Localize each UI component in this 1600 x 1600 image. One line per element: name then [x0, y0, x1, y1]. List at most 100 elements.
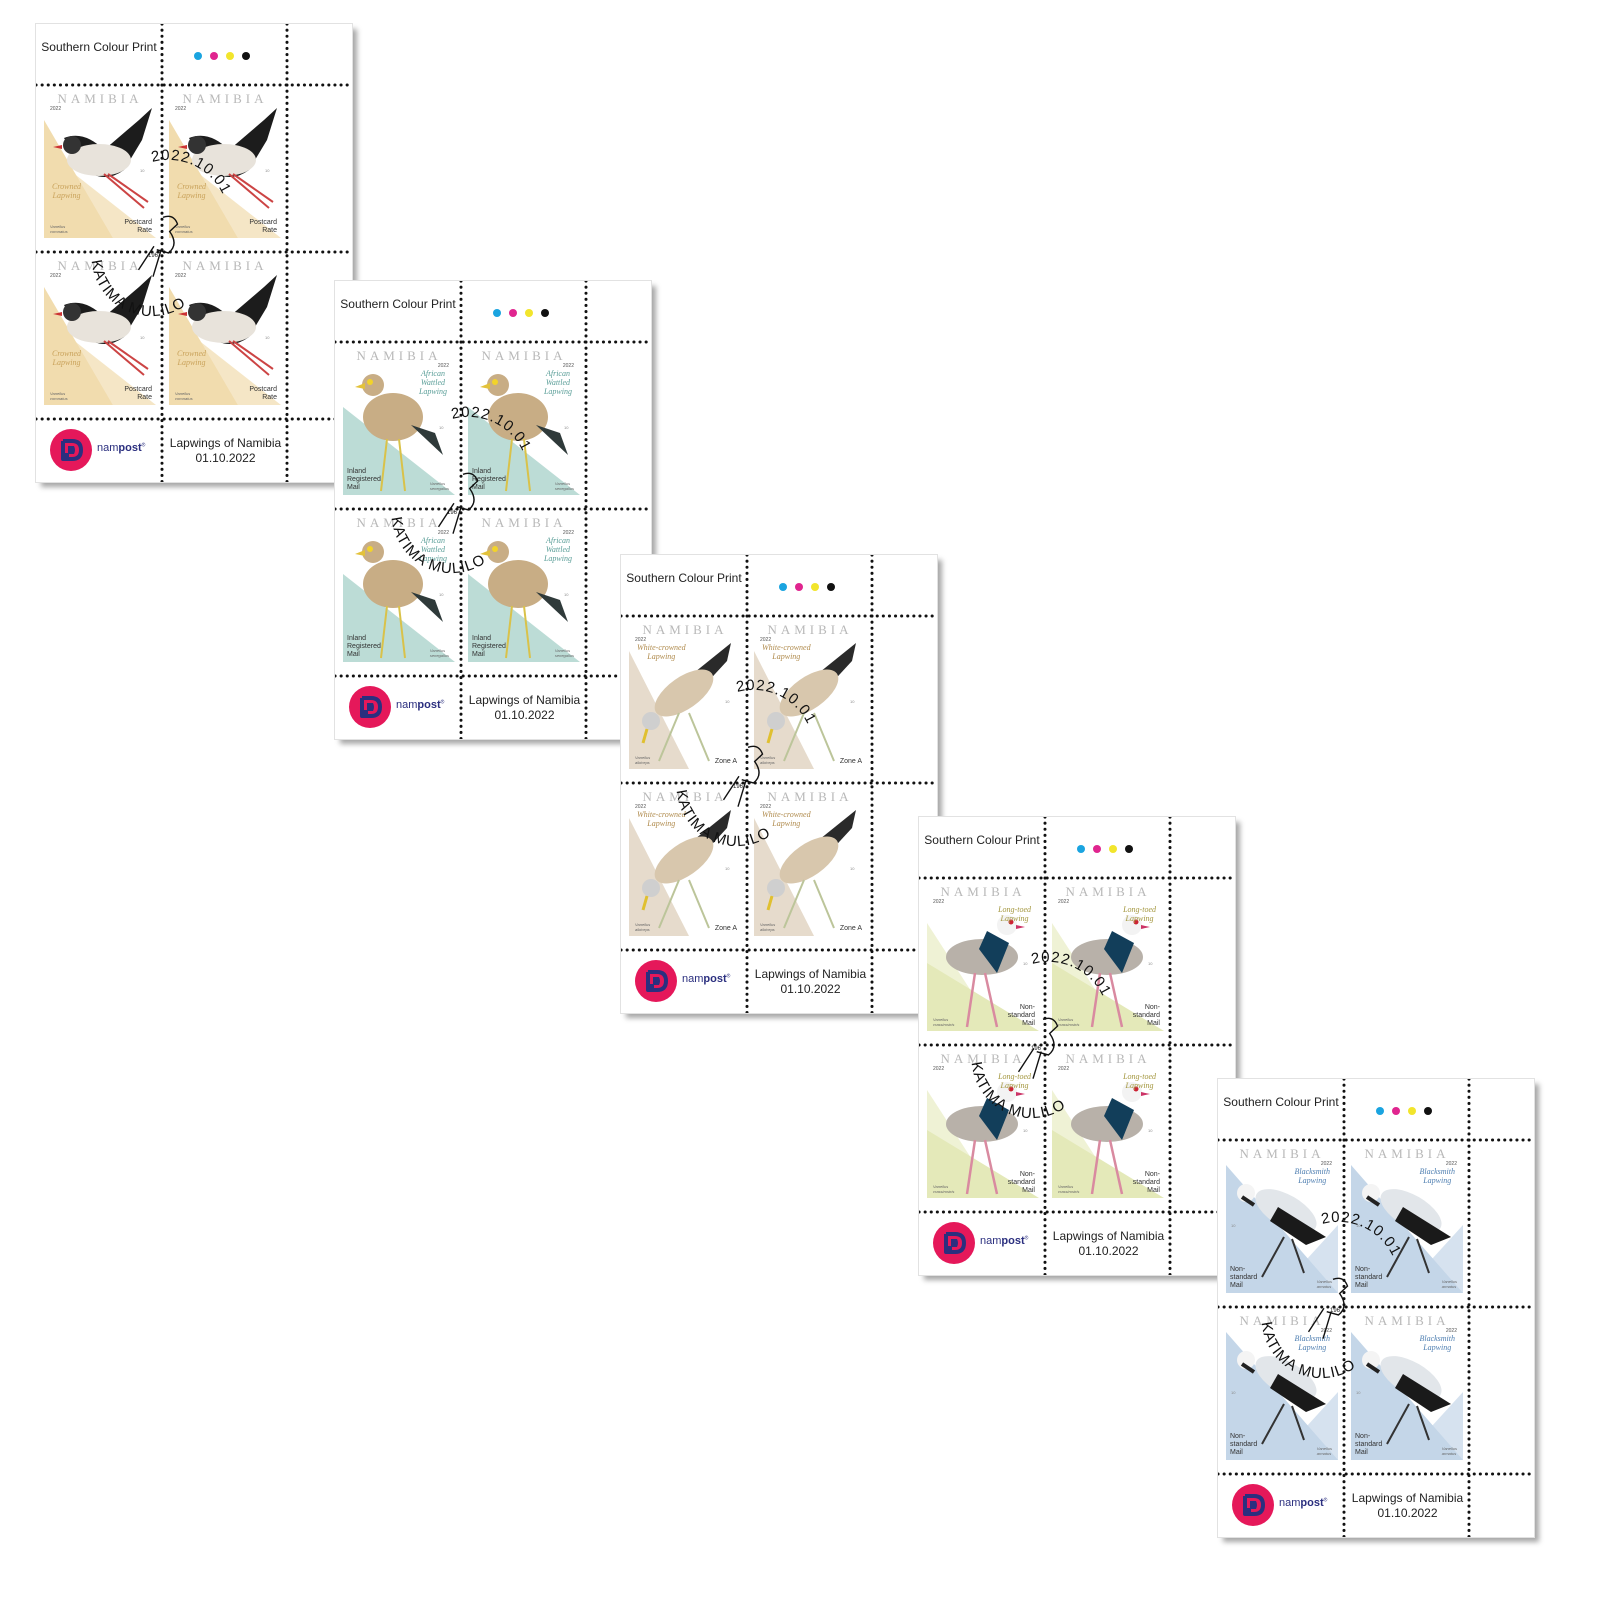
stamp-bird-name-line: Crowned — [177, 182, 207, 191]
brand-suffix: post — [417, 699, 441, 711]
stamp-country: NAMIBIA — [182, 258, 268, 273]
sheet-number: 196 — [148, 253, 159, 259]
stamp-postal-rate-line: Mail — [1355, 1282, 1368, 1289]
face-value-mark: 10 — [564, 592, 569, 597]
stamp-country: NAMIBIA — [642, 622, 728, 637]
brand-suffix: post — [703, 973, 727, 985]
stamp-year: 2022 — [933, 899, 945, 905]
stamp-latin-name-line: albiceps — [635, 927, 650, 932]
stamp-country: NAMIBIA — [940, 1051, 1026, 1066]
stamp-latin-name-line: crassirostris — [933, 1189, 955, 1194]
registration-marks — [1376, 1107, 1436, 1117]
brand-prefix: nam — [682, 973, 704, 985]
stamp-bird-name-line: Wattled — [420, 545, 446, 554]
bird-illustration — [1226, 1332, 1338, 1460]
stamp-year: 2022 — [760, 804, 772, 810]
registration-marks — [194, 52, 254, 62]
stamp-latin-name-line: crassirostris — [933, 1022, 955, 1027]
stamp-country: NAMIBIA — [1065, 1051, 1151, 1066]
stamp-postal-rate-line: Inland — [347, 468, 367, 475]
stamp-country: NAMIBIA — [481, 348, 567, 363]
brand-mark: ® — [726, 973, 731, 980]
stamp-postal-rate-line: Zone A — [714, 758, 737, 765]
stamp-postal-rate-line: standard — [1132, 1179, 1160, 1186]
stamp-postal-rate-line: Zone A — [839, 758, 862, 765]
stamp-bird-name-line: Long-toed — [1123, 1072, 1156, 1081]
stamp-postal-rate-line: Non- — [1144, 1004, 1160, 1011]
stamp-postal-rate-line: Mail — [472, 651, 485, 658]
stamp-country: NAMIBIA — [1364, 1146, 1450, 1161]
registration-marks — [779, 583, 839, 593]
stamp-bird-name-line: African — [420, 369, 445, 378]
stamp-country: NAMIBIA — [57, 91, 143, 106]
bird-illustration — [468, 374, 580, 495]
stamp-postal-rate-line: Rate — [137, 394, 152, 401]
stamp-latin-name-line: armatus — [1441, 1284, 1457, 1289]
stamp-year: 2022 — [760, 637, 772, 643]
stamp-latin-name-line: Vanellus — [554, 481, 571, 486]
registration-dot — [194, 52, 202, 60]
face-value-mark: 10 — [1231, 1390, 1236, 1395]
stamp-latin-name-line: Vanellus — [1058, 1017, 1074, 1022]
stamp-postal-rate-line: Inland — [472, 635, 492, 642]
stamp-latin-name-line: coronatus — [50, 396, 68, 401]
stamp-bird-name-line: Lapwing — [543, 387, 572, 396]
stamp-latin-name-line: Vanellus — [933, 1017, 949, 1022]
stamp-postal-rate-line: standard — [1132, 1012, 1160, 1019]
nampost-wordmark: nampost® — [980, 1235, 1028, 1247]
issue-title: Lapwings of Namibia — [754, 967, 867, 981]
stamp-latin-name-line: Vanellus — [50, 224, 66, 229]
stamp-bird-name-line: Lapwing — [418, 554, 447, 563]
stamp-bird-name-line: Lapwing — [1000, 1081, 1029, 1090]
registration-dot — [827, 583, 835, 591]
stamp-postal-rate-line: Non- — [1355, 1433, 1371, 1440]
stamp-year: 2022 — [1445, 1328, 1457, 1334]
stamp-postal-rate-line: Inland — [347, 635, 367, 642]
bird-illustration — [343, 374, 455, 495]
nampost-logo-icon — [933, 1222, 975, 1264]
sheet-number: 196 — [733, 784, 744, 790]
stamp-bird-name-line: White-crowned — [762, 643, 811, 652]
printer-label: Southern Colour Print — [1223, 1095, 1339, 1109]
stamp-postal-rate-line: Mail — [347, 651, 360, 658]
stamp-bird-name-line: White-crowned — [637, 643, 686, 652]
face-value-mark: 10 — [140, 335, 145, 340]
stamp-bird-name-line: Lapwing — [772, 652, 801, 661]
issue-title: Lapwings of Namibia — [1351, 1491, 1464, 1505]
stamp-postal-rate-line: Mail — [1230, 1282, 1243, 1289]
